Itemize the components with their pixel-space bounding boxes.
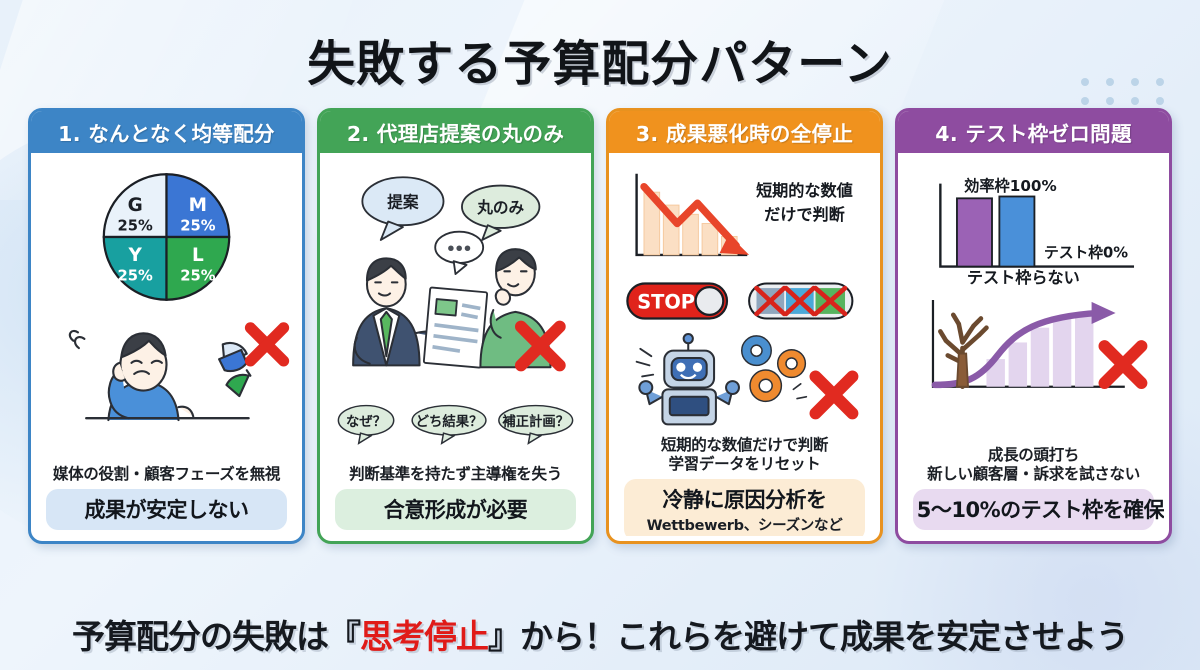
card-1-header: 1. なんとなく均等配分 (31, 111, 302, 153)
stop-toggle-row[interactable]: STOP (620, 274, 869, 328)
robot-reset-illustration (635, 333, 859, 426)
question-bubbles: なぜ？ どち結果？ 補正計画？ (337, 404, 574, 445)
card-3-callout-line1: 短期的な数値 (756, 181, 853, 200)
footer-suffix: 』から！これらを避けて成果を安定させよう (488, 617, 1129, 656)
card-3-conclusion: 冷静に原因分析を (662, 487, 827, 512)
pie-value-m: 25% (180, 218, 216, 235)
card-1-note: 媒体の役割・顧客フェーズを無視 (52, 465, 281, 484)
card-3-conclusion-sub: Wettbewerb、シーズンなど (646, 517, 843, 534)
bar-efficiency (956, 197, 993, 268)
card-4-conclusion: 5〜10%のテスト枠を確保 (916, 498, 1164, 522)
tired-person-illustration (68, 322, 290, 422)
bubble-why: なぜ？ (346, 414, 386, 430)
footer-band: 予算配分の失敗は『思考停止』から！これらを避けて成果を安定させよう (0, 598, 1200, 670)
card-3-header: 3. 成果悪化時の全停止 (609, 111, 880, 153)
budget-bar-chart: 効率枠100% テスト枠0% テスト枠らない (939, 177, 1135, 287)
agency-meeting-illustration: 提案 丸のみ (352, 176, 566, 372)
card-3-note-line1: 短期的な数値だけで判断 (660, 436, 829, 454)
card-4-body: 効率枠100% テスト枠0% テスト枠らない (903, 158, 1164, 536)
footer-message: 予算配分の失敗は『思考停止』から！これらを避けて成果を安定させよう (72, 610, 1129, 658)
card-agency-proposal[interactable]: 2. 代理店提案の丸のみ 提案 丸のみ (317, 108, 594, 544)
bar-test (998, 195, 1036, 268)
card-2-conclusion: 合意形成が必要 (383, 498, 528, 522)
declining-performance-chart: 短期的な数値 だけで判断 (635, 173, 853, 257)
speech-bubble-swallow (461, 184, 541, 229)
card-equal-allocation[interactable]: 1. なんとなく均等配分 G 25% M 25% Y 25% (28, 108, 305, 544)
card-2-conclusion-pill: 合意形成が必要 (334, 489, 577, 530)
card-full-stop[interactable]: 3. 成果悪化時の全停止 (606, 108, 883, 544)
pie-value-y: 25% (117, 267, 153, 284)
page-title: 失敗する予算配分パターン (307, 36, 893, 92)
card-1-conclusion-pill: 成果が安定しない (45, 489, 288, 530)
pie-label-y: Y (127, 245, 142, 266)
growth-plateau-chart (931, 300, 1148, 390)
card-2-note: 判断基準を持たず主導権を失う (349, 465, 562, 484)
card-2-header: 2. 代理店提案の丸のみ (320, 111, 591, 153)
pie-label-g: G (128, 195, 143, 216)
card-4-artwork: 効率枠100% テスト枠0% テスト枠らない (909, 162, 1158, 446)
pie-chart-equal-split: G 25% M 25% Y 25% L 25% (102, 173, 231, 301)
bubble-text-proposal: 提案 (387, 193, 419, 212)
card-4-header: 4. テスト枠ゼロ問題 (898, 111, 1169, 153)
card-2-artwork: 提案 丸のみ (331, 162, 580, 465)
bar-label-test: テスト枠0% (1044, 243, 1128, 261)
card-3-conclusion-pill: 冷静に原因分析を Wettbewerb、シーズンなど (623, 478, 866, 536)
bubble-correction-plan: 補正計画？ (501, 413, 569, 430)
card-zero-test-budget[interactable]: 4. テスト枠ゼロ問題 効率枠100% テスト枠0% テスト枠らない (895, 108, 1172, 544)
card-4-note-line2: 新しい顧客層・訴求を試さない (927, 465, 1140, 484)
red-x-icon (1098, 340, 1148, 390)
disabled-channels (748, 282, 854, 320)
card-1-body: G 25% M 25% Y 25% L 25% (36, 158, 297, 536)
pie-label-m: M (189, 195, 207, 216)
pie-value-l: 25% (180, 267, 216, 284)
bubble-text-swallow: 丸のみ (476, 198, 524, 217)
footer-prefix: 予算配分の失敗は『 (72, 617, 361, 656)
bar-label-efficiency: 効率枠100% (964, 177, 1057, 195)
stop-toggle: STOP (626, 282, 729, 320)
card-3-callout-line2: だけで判断 (764, 205, 845, 224)
pie-value-g: 25% (117, 218, 153, 235)
card-4-note-line1: 成長の頭打ち (987, 446, 1080, 465)
card-1-conclusion: 成果が安定しない (84, 498, 249, 522)
card-1-artwork: G 25% M 25% Y 25% L 25% (42, 162, 291, 465)
red-x-icon (244, 322, 290, 367)
card-grid: 1. なんとなく均等配分 G 25% M 25% Y 25% (0, 94, 1200, 544)
red-x-icon (514, 320, 566, 372)
stop-toggle-label: STOP (637, 290, 695, 313)
red-x-icon (809, 370, 859, 420)
bubble-which-result: どち結果？ (416, 413, 483, 430)
pie-label-l: L (192, 245, 204, 266)
card-2-body: 提案 丸のみ (325, 158, 586, 536)
bar-caption: テスト枠らない (967, 268, 1080, 287)
bubble-ellipsis-dots (448, 245, 471, 252)
card-4-conclusion-pill: 5〜10%のテスト枠を確保 (912, 489, 1164, 530)
speech-bubble-proposal (361, 176, 445, 227)
footer-highlight: 思考停止 (360, 617, 489, 656)
card-3-body: 短期的な数値 だけで判断 STOP (614, 158, 875, 536)
card-3-note-line2: 学習データをリセット (668, 454, 821, 473)
card-3-artwork: 短期的な数値 だけで判断 STOP (620, 162, 869, 436)
